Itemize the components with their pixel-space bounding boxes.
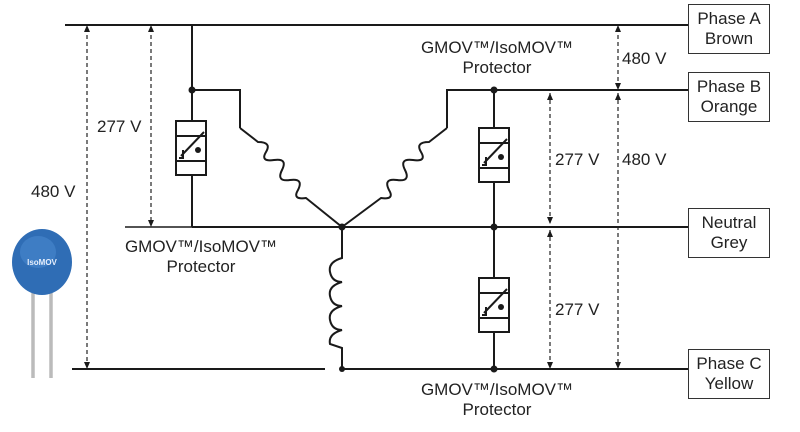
winding-b [446,89,494,128]
right-protector-branch [338,86,510,373]
phase-b-name: Phase B [696,77,762,96]
voltage-label-left-277: 277 V [97,117,142,137]
voltage-arrows [65,24,621,369]
voltage-label-bc-480: 480 V [622,150,667,170]
phase-b-label: Phase B Orange [688,72,770,122]
lower-right-varistor-symbol [478,277,510,333]
left-varistor-symbol [175,120,207,176]
phase-c-name: Phase C [696,354,762,373]
phase-a-name: Phase A [697,9,761,28]
left-protector-branch [175,25,207,227]
neutral-name: Neutral [701,213,757,232]
protector-label-left: GMOV™/IsoMOV™ Protector [124,237,278,276]
neutral-color: Grey [710,233,748,252]
phase-c-label: Phase C Yellow [688,349,770,399]
voltage-label-bn-277: 277 V [555,150,600,170]
protector-label-bottom-right: GMOV™/IsoMOV™ Protector [420,380,574,419]
protector-label-top-right: GMOV™/IsoMOV™ Protector [420,38,574,77]
wye-windings [192,89,494,369]
neutral-label: Neutral Grey [688,208,770,258]
winding-c [328,227,343,369]
phase-b-color: Orange [700,97,758,116]
voltage-label-left-480: 480 V [31,182,76,202]
voltage-label-ab-480: 480 V [622,49,667,69]
voltage-label-nc-277: 277 V [555,300,600,320]
phase-a-label: Phase A Brown [688,4,770,54]
phase-c-color: Yellow [704,374,754,393]
phase-a-color: Brown [704,29,754,48]
varistor-photo: IsoMOV [12,229,72,378]
upper-right-varistor-symbol [478,127,510,183]
photo-brand-mark: IsoMOV [27,258,57,267]
winding-a [192,89,241,128]
